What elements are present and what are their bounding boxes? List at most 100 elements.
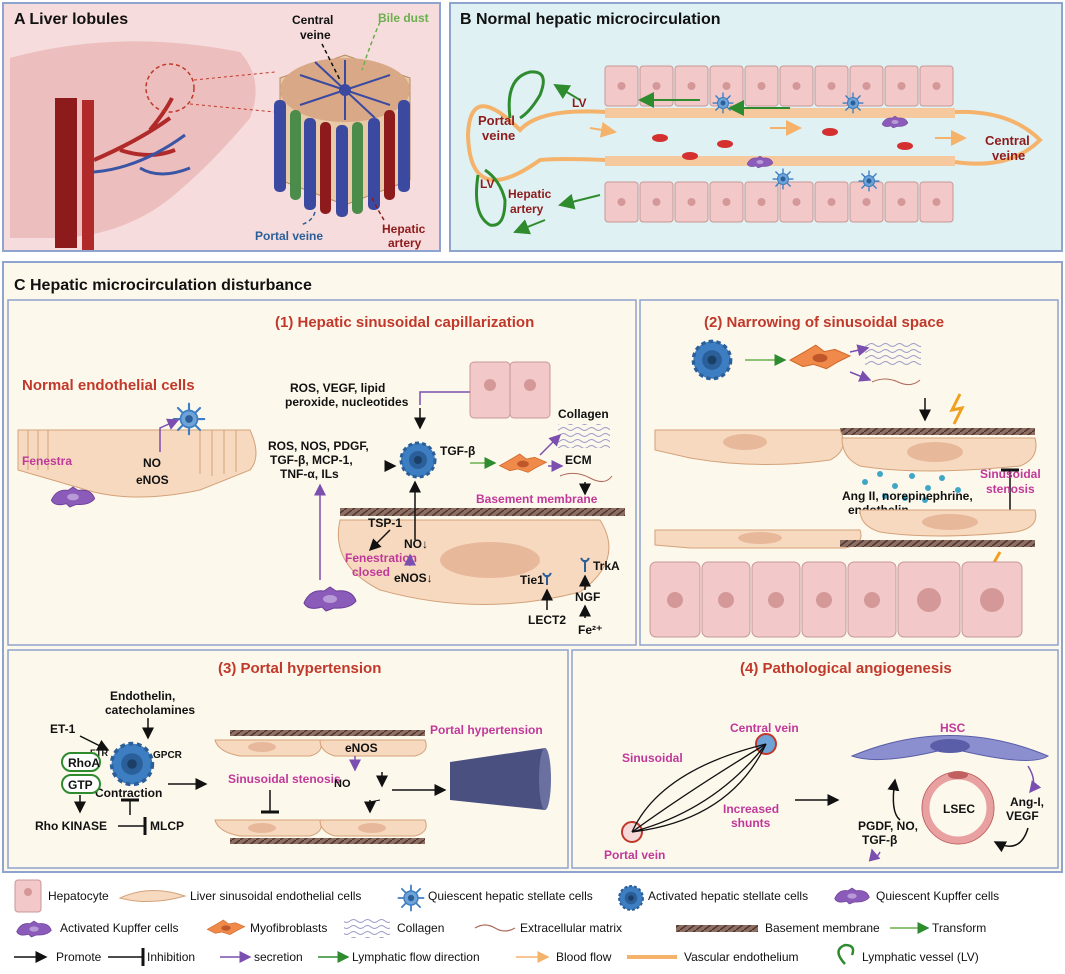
hepatocyte-nucleus <box>667 592 683 608</box>
hepatic-artery-label-2: artery <box>510 202 544 216</box>
ros-list2-line3: TNF-α, ILs <box>280 467 339 481</box>
pgdf-label-2: TGF-β <box>862 833 897 847</box>
portal-veine-label-2: veine <box>482 128 515 143</box>
sub3-title: (3) Portal hypertension <box>218 660 381 677</box>
et1-label: ET-1 <box>50 722 76 736</box>
sub3: (3) Portal hypertension Endothelin, cate… <box>35 660 551 844</box>
enos-label: eNOS <box>345 741 378 755</box>
lv-label: LV <box>480 177 494 191</box>
hepatocyte-nucleus <box>757 82 766 90</box>
endothelin-label-2: catecholamines <box>105 703 195 717</box>
legend-promote: Promote <box>14 950 102 964</box>
tsp1-label: TSP-1 <box>368 516 402 530</box>
hepatocyte-nucleus <box>757 198 766 206</box>
blood-cells <box>652 128 913 160</box>
svg-text:Inhibition: Inhibition <box>147 950 195 964</box>
sinusoidal-stenosis-2: stenosis <box>986 482 1035 496</box>
legend-myofibroblasts: Myofibroblasts <box>206 919 327 936</box>
hepatocyte-nucleus <box>652 198 661 206</box>
ros-list1-line2: peroxide, nucleotides <box>285 395 409 409</box>
legend-quiescent-hsc: Quiescent hepatic stellate cells <box>397 884 593 912</box>
panel-a-title: A Liver lobules <box>14 11 128 28</box>
hepatocyte-nucleus <box>722 198 731 206</box>
sub2-hepatocytes <box>649 561 1023 638</box>
activated-hsc-icon <box>691 339 733 381</box>
fenestration-closed-1: Fenestration <box>345 551 417 565</box>
ros-list2-line2: TGF-β, MCP-1, <box>270 453 353 467</box>
svg-text:Collagen: Collagen <box>397 921 444 935</box>
legend-lymphatic-vessel: Lymphatic vessel (LV) <box>837 943 979 965</box>
legend-ecm: Extracellular matrix <box>474 921 622 935</box>
svg-text:Activated hepatic stellate cel: Activated hepatic stellate cells <box>648 889 808 903</box>
legend-basement-membrane: Basement membrane <box>676 921 880 935</box>
legend-vascular-endothelium: Vascular endothelium <box>627 950 799 964</box>
increased-shunts-2: shunts <box>731 816 771 830</box>
legend-secretion: secretion <box>220 950 303 964</box>
portal-veine-label-1: Portal <box>478 113 515 128</box>
enos-label: eNOS <box>136 473 169 487</box>
basement-membrane-label: Basement membrane <box>476 492 598 506</box>
panel-c: C Hepatic microcirculation disturbance (… <box>2 261 1063 873</box>
hepatic-artery-label-2: artery <box>388 236 422 250</box>
hsc-icon <box>712 92 734 114</box>
hepatocyte-nucleus <box>862 82 871 90</box>
fe-label: Fe²⁺ <box>578 623 602 637</box>
sub4: (4) Pathological angiogenesis Central ve… <box>604 660 1050 862</box>
svg-text:Quiescent hepatic stellate cel: Quiescent hepatic stellate cells <box>428 889 593 903</box>
panel-b-title: B Normal hepatic microcirculation <box>460 11 721 28</box>
rhoa-label: RhoA <box>68 756 100 770</box>
hepatocyte-nucleus <box>617 82 626 90</box>
hepatocyte-rows <box>604 65 954 223</box>
trka-label: TrkA <box>593 559 620 573</box>
tie1-label: Tie1 <box>520 573 544 587</box>
legend-activated-hsc: Activated hepatic stellate cells <box>618 885 808 911</box>
bile-dust-label: Bile dust <box>378 11 429 25</box>
ang-vegf-label-2: VEGF <box>1006 809 1039 823</box>
increased-shunts-1: Increased <box>723 802 779 816</box>
hepatocyte-nucleus <box>827 198 836 206</box>
ros-list1-line1: ROS, VEGF, lipid <box>290 381 385 395</box>
legend-lymphatic-flow: Lymphatic flow direction <box>318 950 480 964</box>
svg-text:Quiescent Kupffer cells: Quiescent Kupffer cells <box>876 889 999 903</box>
pgdf-label-1: PGDF, NO, <box>858 819 918 833</box>
ecm-label: ECM <box>565 453 592 467</box>
collagen-label: Collagen <box>558 407 609 421</box>
vasoconstrictor-dots <box>862 471 961 503</box>
mlcp-label: MLCP <box>150 819 184 833</box>
svg-text:secretion: secretion <box>254 950 303 964</box>
tgf-b-label: TGF-β <box>440 444 475 458</box>
svg-text:Basement membrane: Basement membrane <box>765 921 880 935</box>
hepatocyte-nucleus <box>897 198 906 206</box>
sub1-title: (1) Hepatic sinusoidal capillarization <box>275 314 534 331</box>
sub1: (1) Hepatic sinusoidal capillarization N… <box>17 314 625 637</box>
no-down-label: NO↓ <box>404 537 428 551</box>
endothelin-label-1: Endothelin, <box>110 689 175 703</box>
portal-veine-label: Portal veine <box>255 229 323 243</box>
ang-vegf-label-1: Ang-I, <box>1010 795 1044 809</box>
central-vein-label: Central vein <box>730 721 799 735</box>
svg-text:Liver sinusoidal endothelial c: Liver sinusoidal endothelial cells <box>190 889 361 903</box>
no-label: NO <box>143 456 161 470</box>
portal-hypertension-label: Portal hypertension <box>430 723 543 737</box>
legend-quiescent-kupffer: Quiescent Kupffer cells <box>834 887 999 905</box>
svg-text:Activated Kupffer cells: Activated Kupffer cells <box>60 921 179 935</box>
panel-c-title: C Hepatic microcirculation disturbance <box>14 277 312 294</box>
legend-lsec: Liver sinusoidal endothelial cells <box>118 889 361 903</box>
svg-text:Transform: Transform <box>932 921 986 935</box>
hepatocyte-nucleus <box>917 588 941 612</box>
sinusoidal-stenosis-1: Sinusoidal <box>980 467 1041 481</box>
etr-label: ETR <box>90 748 109 758</box>
sub2-title: (2) Narrowing of sinusoidal space <box>704 314 944 331</box>
activated-hsc-icon <box>399 441 437 479</box>
portal-vein-label: Portal vein <box>604 848 665 862</box>
ngf-label: NGF <box>575 590 600 604</box>
hepatocyte-nucleus <box>722 82 731 90</box>
svg-text:Lymphatic flow direction: Lymphatic flow direction <box>352 950 480 964</box>
liver-illustration <box>10 41 276 250</box>
legend-blood-flow: Blood flow <box>516 950 612 964</box>
panel-b: B Normal hepatic microcirculation <box>449 2 1063 252</box>
fenestration-closed-2: closed <box>352 565 390 579</box>
normal-endothelial-label: Normal endothelial cells <box>22 377 195 394</box>
